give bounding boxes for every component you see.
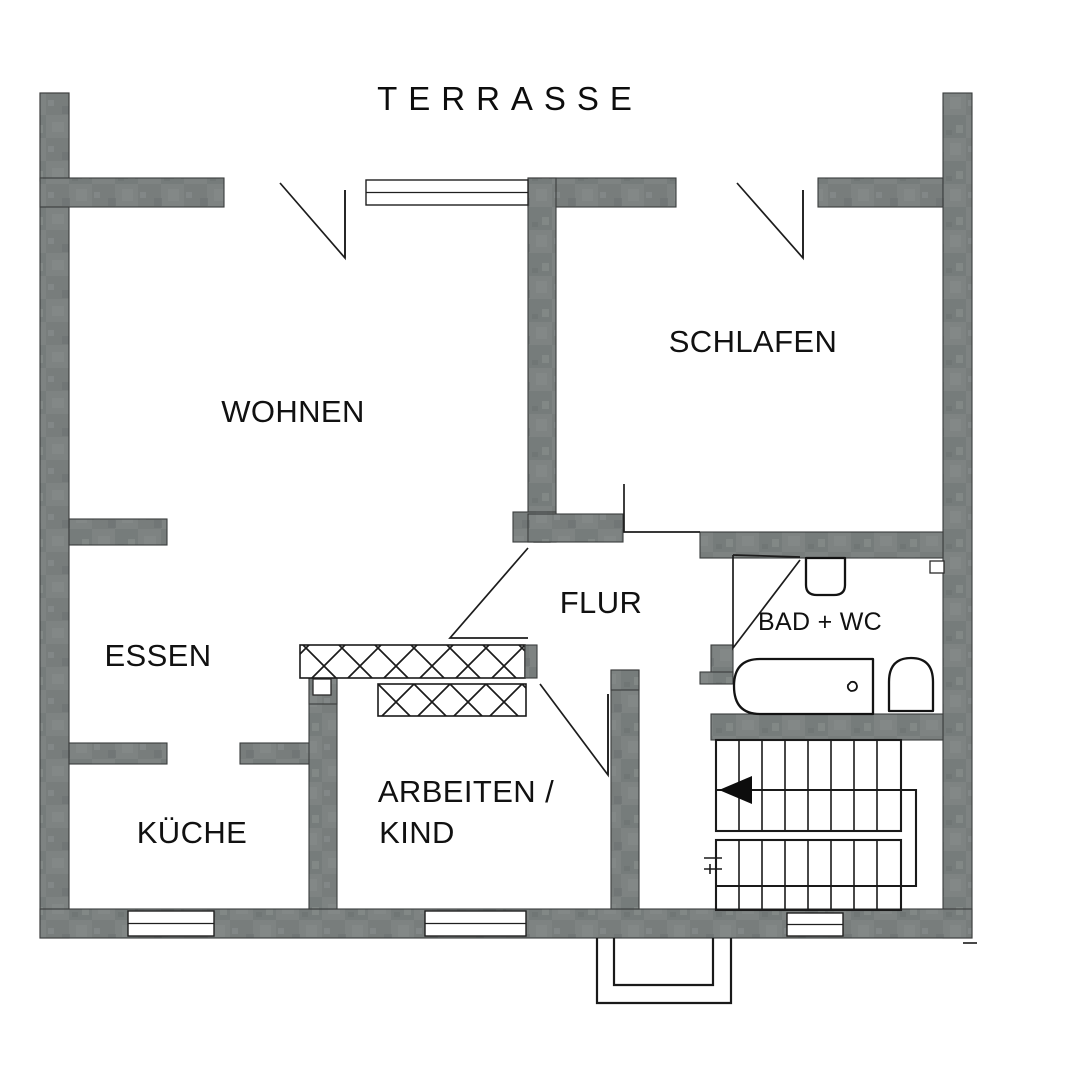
stair-direction-arrow-icon	[719, 776, 752, 804]
wall-stub-kueche-upper	[68, 742, 168, 765]
porch-inner-step	[612, 938, 715, 987]
wall-niche-arbeiten	[312, 678, 332, 696]
wall-bad-left-nub	[699, 671, 734, 685]
stair-landing-return	[901, 788, 918, 888]
staircase-group	[704, 738, 918, 912]
room-label-wohnen: WOHNEN	[221, 394, 365, 429]
closet-end-wall	[524, 644, 538, 679]
wall-top-right-horizontal	[817, 177, 944, 208]
wall-top-left-horizontal	[39, 177, 225, 208]
door-schlafen-terrace[interactable]	[736, 182, 804, 261]
built-in-closet-group	[299, 644, 538, 717]
room-label-bad-wc: BAD + WC	[758, 608, 882, 636]
wall-exterior-left	[39, 92, 70, 939]
wall-arbeiten-right-cap	[610, 669, 640, 691]
entrance-porch-group	[595, 938, 733, 1005]
washbasin-icon	[887, 656, 935, 713]
closet-upper-hatched	[299, 644, 526, 679]
wall-exterior-right	[942, 92, 973, 939]
door-flur-bad[interactable]	[732, 555, 801, 651]
wall-arbeiten-right	[610, 669, 640, 910]
toilet-icon	[804, 556, 847, 597]
wall-bad-bottom	[710, 713, 944, 741]
closet-lower-hatched	[377, 683, 527, 717]
door-wohnen-flur[interactable]	[448, 547, 529, 639]
room-label-kind: KIND	[379, 815, 455, 850]
room-label-schlafen: SCHLAFEN	[669, 324, 838, 359]
wall-stub-essen-upper	[68, 518, 168, 546]
room-label-kueche: KÜCHE	[137, 815, 248, 850]
wall-flur-top-left	[527, 513, 624, 543]
doors-group	[279, 182, 804, 778]
wall-niche-bad	[929, 560, 945, 574]
wall-top-left-return	[39, 92, 70, 182]
door-flur-arbeiten[interactable]	[539, 683, 609, 778]
room-label-arbeiten: ARBEITEN /	[378, 774, 554, 809]
door-wohnen-terrace[interactable]	[279, 182, 346, 261]
bathroom-fixtures-group	[732, 556, 935, 716]
wall-central-vertical	[527, 177, 557, 543]
wall-arbeiten-left	[308, 667, 338, 910]
room-labels-group: WOHNEN SCHLAFEN ESSEN KÜCHE FLUR BAD + W…	[104, 324, 882, 850]
room-label-essen: ESSEN	[104, 638, 211, 673]
windows-group	[127, 179, 844, 937]
walls-group	[39, 92, 973, 939]
plan-title: TERRASSE	[377, 80, 643, 117]
bathtub-icon	[732, 657, 875, 716]
door-schlafen-flur[interactable]	[623, 484, 700, 533]
room-label-flur: FLUR	[560, 585, 643, 620]
bathtub-drain-icon	[846, 680, 858, 692]
wall-flur-top-right	[699, 531, 944, 559]
porch-outer-step	[595, 938, 733, 1005]
